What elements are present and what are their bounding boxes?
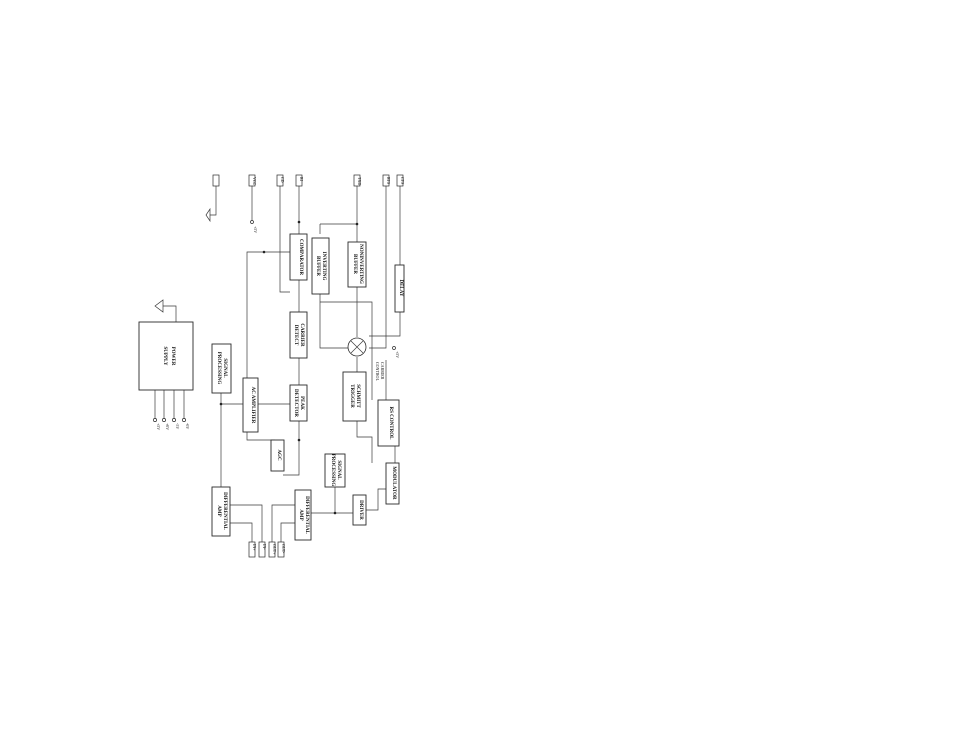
signal-processing-lower-label-1: SIGNAL [336,460,341,480]
block-modulator: MODULATOR [385,462,400,505]
peak-detector-label-2: DETECTOR [293,389,298,417]
pin-label-vcc: VCC [252,177,257,186]
ground-symbol-top [205,207,211,223]
signal-processing-upper-label-1: SIGNAL [222,358,227,378]
ac-amplifier-label: AC AMPLIFIER [250,387,255,424]
block-inverting-buffer: INVERTING BUFFER [311,237,330,295]
inverting-buffer-label-1: INVERTING [321,252,326,281]
block-driver: DRIVER [352,494,367,526]
signal-processing-upper-label-2: PROCESSING [216,352,221,385]
tap-supply: +5V [250,220,258,233]
block-agc: AGC [270,439,285,472]
differential-amp-upper-label-2: AMP [216,505,221,516]
pin-label-in-minus: IN- [262,544,267,550]
comparator-label: COMPARATOR [298,239,303,275]
supply-pins: +5V +6V -5V -6V [153,418,190,430]
pin-label-out-minus: OUT- [281,544,286,554]
noninverting-buffer-label-2: BUFFER [352,254,357,274]
block-peak-detector: PEAK DETECTOR [289,384,308,422]
switch-symbol [347,337,367,357]
block-differential-amp-lower: DIFFERENTIAL AMP [294,489,312,541]
agc-label: AGC [276,449,281,461]
block-ac-amplifier: AC AMPLIFIER [242,377,259,433]
signal-processing-lower-label-2: PROCESSING [330,454,335,487]
rs-control-label: RS CONTROL [388,407,393,441]
noninverting-buffer-label-1: NONINVERTING [358,244,363,284]
pin-label-txd: TXD [357,177,362,185]
differential-amp-upper-label-1: DIFFERENTIAL [222,492,227,530]
block-comparator: COMPARATOR [289,233,308,281]
block-noninverting-buffer: NONINVERTING BUFFER [347,241,367,288]
schmitt-trigger-label-1: SCHMITT [355,384,360,408]
block-power-supply: POWER SUPPLY [138,321,194,391]
carrier-control-label: CARRIER CONTROL [375,362,385,381]
differential-amp-lower-label-2: AMP [298,509,303,520]
carrier-detect-label-2: DETECT [293,325,298,346]
pin-label-in-plus: IN+ [252,544,257,551]
supply-pin-label: +6V [165,423,170,430]
modulator-label: MODULATOR [391,466,396,500]
power-supply-label-2: SUPPLY [162,347,167,366]
block-carrier-detect: CARRIER DETECT [289,311,308,359]
carrier-control-label-1: CARRIER [380,362,385,380]
block-schmitt-trigger: SCHMITT TRIGGER [342,371,367,422]
schmitt-trigger-label-2: TRIGGER [349,384,354,408]
block-signal-processing-upper: SIGNAL PROCESSING [211,343,232,394]
block-differential-amp-upper: DIFFERENTIAL AMP [211,486,231,537]
supply-pin-label: +5V [156,423,161,430]
top-connector-pins: VCC CD RI TXD RTS CTS [212,174,405,187]
delay-label: DELAY [398,279,403,296]
carrier-control-label-2: CONTROL [375,362,380,381]
wiring [154,186,401,542]
block-delay: DELAY [394,264,405,313]
pin-label-rts: RTS [386,177,391,184]
block-rs-control: RS CONTROL [377,399,400,447]
carrier-detect-label-1: CARRIER [299,323,304,347]
pin-label-ri: RI [299,177,304,182]
driver-label: DRIVER [358,500,363,520]
supply-tap-label: +5V [253,226,258,233]
supply-pin-label: -6V [185,423,190,429]
inverting-buffer-label-2: BUFFER [315,256,320,276]
tap-control: +5V [392,346,400,358]
supply-pin-label: -5V [175,423,180,429]
ground-symbol-power [154,299,164,313]
power-supply-label-1: POWER [170,347,175,366]
bottom-connector-pins: IN+ IN- OUT+ OUT- [248,541,286,558]
differential-amp-lower-label-1: DIFFERENTIAL [304,496,309,534]
control-tap-label: +5V [395,351,400,358]
pin-label-cts: CTS [400,177,405,184]
pin-label-out-plus: OUT+ [272,544,277,555]
peak-detector-label-1: PEAK [299,396,304,410]
block-signal-processing-lower: SIGNAL PROCESSING [324,453,346,488]
pin-label-cd: CD [280,177,285,183]
